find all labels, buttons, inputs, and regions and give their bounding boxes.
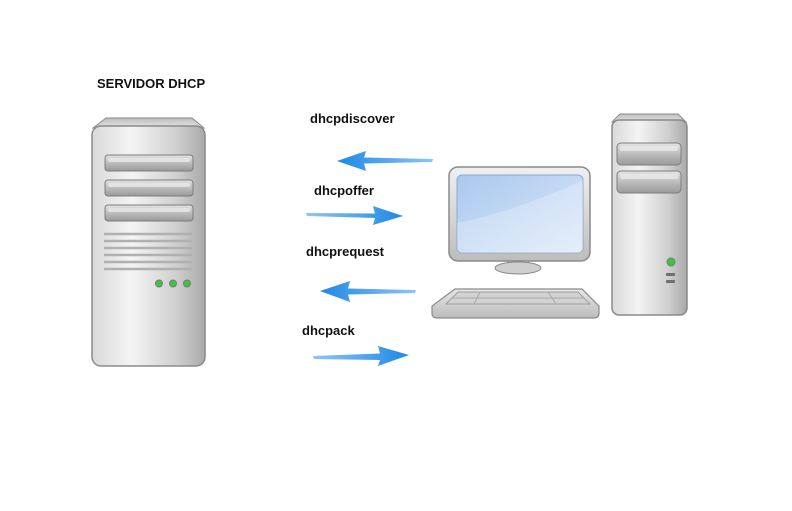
server-drive-bays xyxy=(104,154,194,222)
arrow-dhcpdiscover xyxy=(337,151,433,171)
client-power-led xyxy=(666,257,676,267)
server-tower xyxy=(91,117,206,367)
server-vents xyxy=(104,232,192,271)
arrow-dhcpoffer xyxy=(306,206,403,225)
message-label-dhcpack: dhcpack xyxy=(302,323,355,338)
client-monitor xyxy=(448,166,591,275)
client-computer xyxy=(431,113,688,319)
server-leds xyxy=(155,279,191,288)
message-label-dhcprequest: dhcprequest xyxy=(306,244,385,259)
message-label-dhcpoffer: dhcpoffer xyxy=(314,183,374,198)
client-tower xyxy=(610,113,688,316)
message-label-dhcpdiscover: dhcpdiscover xyxy=(310,111,395,126)
client-keyboard xyxy=(431,288,600,319)
server-title: SERVIDOR DHCP xyxy=(97,76,206,91)
arrow-dhcpack xyxy=(313,346,409,366)
arrow-dhcprequest xyxy=(320,281,416,302)
